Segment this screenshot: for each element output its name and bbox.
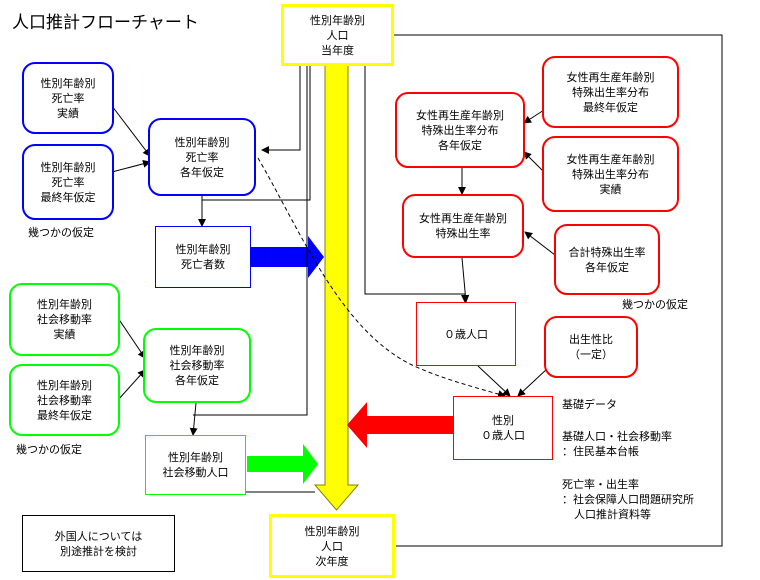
total-fertility-rate-box: 合計特殊出生率 各年仮定 xyxy=(554,224,660,295)
page-title: 人口推計フローチャート xyxy=(12,13,199,33)
deaths-arrow xyxy=(250,236,324,278)
migration-rate-final-box: 性別年齢別 社会移動率 最終年仮定 xyxy=(9,364,120,436)
migration-rate-each-box: 性別年齢別 社会移動率 各年仮定 xyxy=(143,328,251,403)
age0-population-box: ０歳人口 xyxy=(416,302,516,366)
foreigners-note-box: 外国人については 別途推計を検討 xyxy=(22,515,175,572)
base-population-label: 基礎人口・社会移動率 xyxy=(562,430,672,443)
death-rate-actual-box: 性別年齢別 死亡率 実績 xyxy=(22,62,114,134)
fertility-distribution-each-box: 女性再生産年齢別 特殊出生率分布 各年仮定 xyxy=(395,92,525,168)
age0-by-sex-box: 性別 ０歳人口 xyxy=(453,396,553,460)
deaths-box: 性別年齢別 死亡者数 xyxy=(155,226,251,288)
death-birth-rate-source-2: 人口推計資料等 xyxy=(574,508,651,521)
death-rate-final-box: 性別年齢別 死亡率 最終年仮定 xyxy=(22,144,114,220)
population-current-box: 性別年齢別 人口 当年度 xyxy=(281,4,394,66)
death-birth-rate-source-1: ：社会保障人口問題研究所 xyxy=(562,493,694,506)
fertility-rate-box: 女性再生産年齢別 特殊出生率 xyxy=(402,194,524,258)
main-flow-arrow xyxy=(313,61,360,511)
migration-rate-actual-box: 性別年齢別 社会移動率 実績 xyxy=(9,283,120,356)
migration-population-box: 性別年齢別 社会移動人口 xyxy=(145,435,246,495)
migration-arrow xyxy=(247,444,318,484)
age0-arrow xyxy=(347,402,453,448)
death-birth-rate-label: 死亡率・出生率 xyxy=(562,478,639,491)
base-population-source: ：住民基本台帳 xyxy=(562,445,639,458)
assumption-label-fertility: 幾つかの仮定 xyxy=(622,298,688,311)
assumption-label-death: 幾つかの仮定 xyxy=(28,226,94,239)
death-rate-each-box: 性別年齢別 死亡率 各年仮定 xyxy=(148,118,256,196)
assumption-label-migration: 幾つかの仮定 xyxy=(16,443,82,456)
population-next-box: 性別年齢別 人口 次年度 xyxy=(269,514,395,578)
fertility-distribution-actual-box: 女性再生産年齢別 特殊出生率分布 実績 xyxy=(542,136,679,212)
base-data-label: 基礎データ xyxy=(562,398,617,411)
fertility-distribution-final-box: 女性再生産年齢別 特殊出生率分布 最終年仮定 xyxy=(542,56,679,128)
sex-ratio-box: 出生性比 （一定） xyxy=(544,316,638,378)
